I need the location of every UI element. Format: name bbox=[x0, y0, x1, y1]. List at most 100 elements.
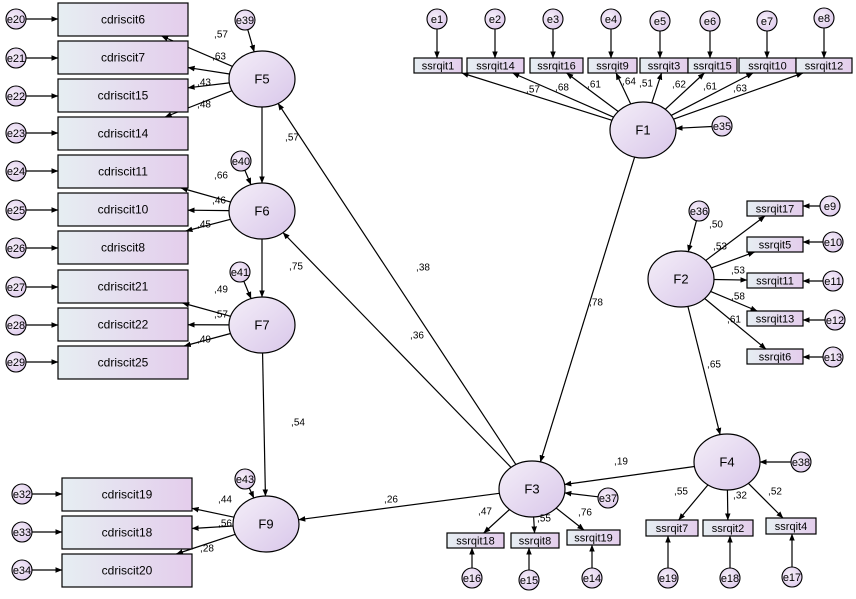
indicator-ssrqit11: ssrqit11 bbox=[746, 272, 804, 289]
structural-label-F3-F9: ,26 bbox=[384, 495, 398, 506]
indicator-label-ssrqit13: ssrqit13 bbox=[756, 313, 795, 325]
latent-ellipse-F2 bbox=[647, 250, 715, 308]
indicator-label-cdriscit8: cdriscit8 bbox=[101, 241, 145, 255]
indicator-box-cdriscit22 bbox=[57, 307, 189, 342]
loading-arrow-F4-ssrqit4 bbox=[747, 482, 784, 519]
latent-factor-F4: F4 bbox=[693, 433, 761, 491]
error-circle-e17 bbox=[781, 566, 803, 588]
error-label-e43: e43 bbox=[236, 474, 254, 486]
indicator-cdriscit11: cdriscit11 bbox=[57, 154, 189, 189]
error-term-e33: e33 bbox=[11, 521, 33, 543]
disturbance-arrow-e40-F6 bbox=[244, 169, 252, 185]
indicator-ssrqit16: ssrqit16 bbox=[529, 57, 584, 74]
error-term-e29: e29 bbox=[5, 351, 27, 373]
error-label-e22: e22 bbox=[7, 91, 25, 103]
indicator-label-cdriscit15: cdriscit15 bbox=[98, 89, 149, 103]
loading-label-F3-ssrqit8: ,55 bbox=[537, 514, 551, 525]
error-label-e11: e11 bbox=[824, 276, 842, 288]
indicator-label-ssrqit1: ssrqit1 bbox=[422, 60, 454, 72]
latent-factor-F1: F1 bbox=[609, 101, 677, 159]
indicator-label-ssrqit18: ssrqit18 bbox=[456, 535, 495, 547]
indicator-cdriscit10: cdriscit10 bbox=[57, 192, 189, 227]
loading-arrow-F6-cdriscit11 bbox=[180, 187, 231, 203]
loading-label-F5-cdriscit6: ,57 bbox=[214, 30, 228, 41]
loading-arrow-F4-ssrqit7 bbox=[678, 484, 709, 521]
indicator-box-cdriscit21 bbox=[57, 269, 189, 304]
structural-label-F6-F7: ,75 bbox=[289, 262, 303, 273]
indicator-cdriscit22: cdriscit22 bbox=[57, 307, 189, 342]
disturbance-arrow-e43-F9 bbox=[248, 487, 255, 499]
error-label-e36: e36 bbox=[690, 206, 708, 218]
error-term-e41: e41 bbox=[229, 261, 251, 283]
error-circle-e19 bbox=[657, 567, 679, 589]
indicator-cdriscit8: cdriscit8 bbox=[57, 230, 189, 265]
loading-label-F1-ssrqit1: ,57 bbox=[526, 85, 540, 96]
error-circle-e12 bbox=[824, 309, 846, 331]
latent-factor-F3: F3 bbox=[498, 460, 566, 518]
error-term-e8: e8 bbox=[813, 7, 835, 29]
loading-label-F4-ssrqit4: ,52 bbox=[768, 487, 782, 498]
indicator-label-cdriscit10: cdriscit10 bbox=[98, 203, 149, 217]
indicator-ssrqit13: ssrqit13 bbox=[746, 310, 804, 327]
disturbance-arrow-e37-F3 bbox=[564, 490, 599, 498]
indicator-box-ssrqit9 bbox=[587, 57, 638, 74]
indicator-label-cdriscit18: cdriscit18 bbox=[102, 526, 153, 540]
error-term-e22: e22 bbox=[5, 85, 27, 107]
loading-label-F4-ssrqit2: ,32 bbox=[733, 491, 747, 502]
error-circle-e9 bbox=[819, 195, 841, 217]
loading-arrow-F1-ssrqit9 bbox=[615, 72, 632, 105]
error-label-e29: e29 bbox=[7, 357, 25, 369]
error-circle-e26 bbox=[5, 237, 27, 259]
error-term-e35: e35 bbox=[711, 115, 733, 137]
indicator-label-ssrqit14: ssrqit14 bbox=[476, 60, 515, 72]
indicator-label-cdriscit6: cdriscit6 bbox=[101, 13, 145, 27]
loading-label-F3-ssrqit19: ,76 bbox=[578, 508, 592, 519]
loading-arrow-F6-cdriscit8 bbox=[185, 218, 231, 233]
indicator-ssrqit12: ssrqit12 bbox=[795, 57, 853, 74]
error-circle-e25 bbox=[5, 199, 27, 221]
loading-label-F9-cdriscit19: ,44 bbox=[218, 495, 232, 506]
indicator-box-cdriscit6 bbox=[57, 2, 189, 37]
latent-label-F5: F5 bbox=[254, 71, 269, 86]
loading-arrow-F1-ssrqit1 bbox=[461, 72, 613, 121]
loading-label-F1-ssrqit10: ,61 bbox=[703, 82, 717, 93]
latent-label-F1: F1 bbox=[635, 122, 650, 137]
indicator-box-ssrqit1 bbox=[413, 57, 463, 74]
indicator-label-ssrqit11: ssrqit11 bbox=[756, 275, 794, 287]
error-circle-e21 bbox=[5, 47, 27, 69]
indicator-box-ssrqit12 bbox=[795, 57, 853, 74]
loading-arrow-F2-ssrqit11 bbox=[713, 277, 748, 283]
indicator-label-ssrqit4: ssrqit4 bbox=[775, 521, 807, 533]
error-term-e18: e18 bbox=[719, 567, 741, 589]
indicator-label-ssrqit6: ssrqit6 bbox=[759, 351, 791, 363]
error-label-e33: e33 bbox=[13, 527, 31, 539]
loading-label-F2-ssrqit11: ,53 bbox=[731, 266, 745, 277]
error-circle-e7 bbox=[756, 10, 778, 32]
latent-label-F6: F6 bbox=[254, 203, 269, 218]
error-term-e34: e34 bbox=[11, 559, 33, 581]
error-label-e23: e23 bbox=[7, 128, 25, 140]
error-term-e36: e36 bbox=[688, 200, 710, 222]
error-label-e37: e37 bbox=[599, 493, 617, 505]
indicator-ssrqit3: ssrqit3 bbox=[639, 57, 689, 74]
error-term-e17: e17 bbox=[781, 566, 803, 588]
structural-label-F5-F6: ,57 bbox=[285, 133, 299, 144]
disturbance-arrow-e41-F7 bbox=[243, 281, 252, 299]
error-term-e20: e20 bbox=[5, 8, 27, 30]
error-circle-e36 bbox=[688, 200, 710, 222]
indicator-label-ssrqit7: ssrqit7 bbox=[656, 523, 688, 535]
disturbance-arrow-e39-F5 bbox=[247, 29, 256, 53]
indicator-ssrqit4: ssrqit4 bbox=[765, 517, 817, 535]
error-label-e1: e1 bbox=[431, 14, 443, 26]
indicator-ssrqit10: ssrqit10 bbox=[738, 57, 797, 74]
latent-label-F7: F7 bbox=[254, 317, 269, 332]
indicator-label-cdriscit21: cdriscit21 bbox=[98, 280, 149, 294]
indicator-box-cdriscit14 bbox=[57, 116, 189, 151]
loading-arrow-F7-cdriscit21 bbox=[182, 302, 231, 317]
indicator-box-cdriscit8 bbox=[57, 230, 189, 265]
error-circle-e14 bbox=[581, 567, 603, 589]
error-term-e14: e14 bbox=[581, 567, 603, 589]
latent-ellipse-F6 bbox=[228, 182, 296, 240]
loading-arrow-F1-ssrqit3 bbox=[651, 72, 663, 104]
